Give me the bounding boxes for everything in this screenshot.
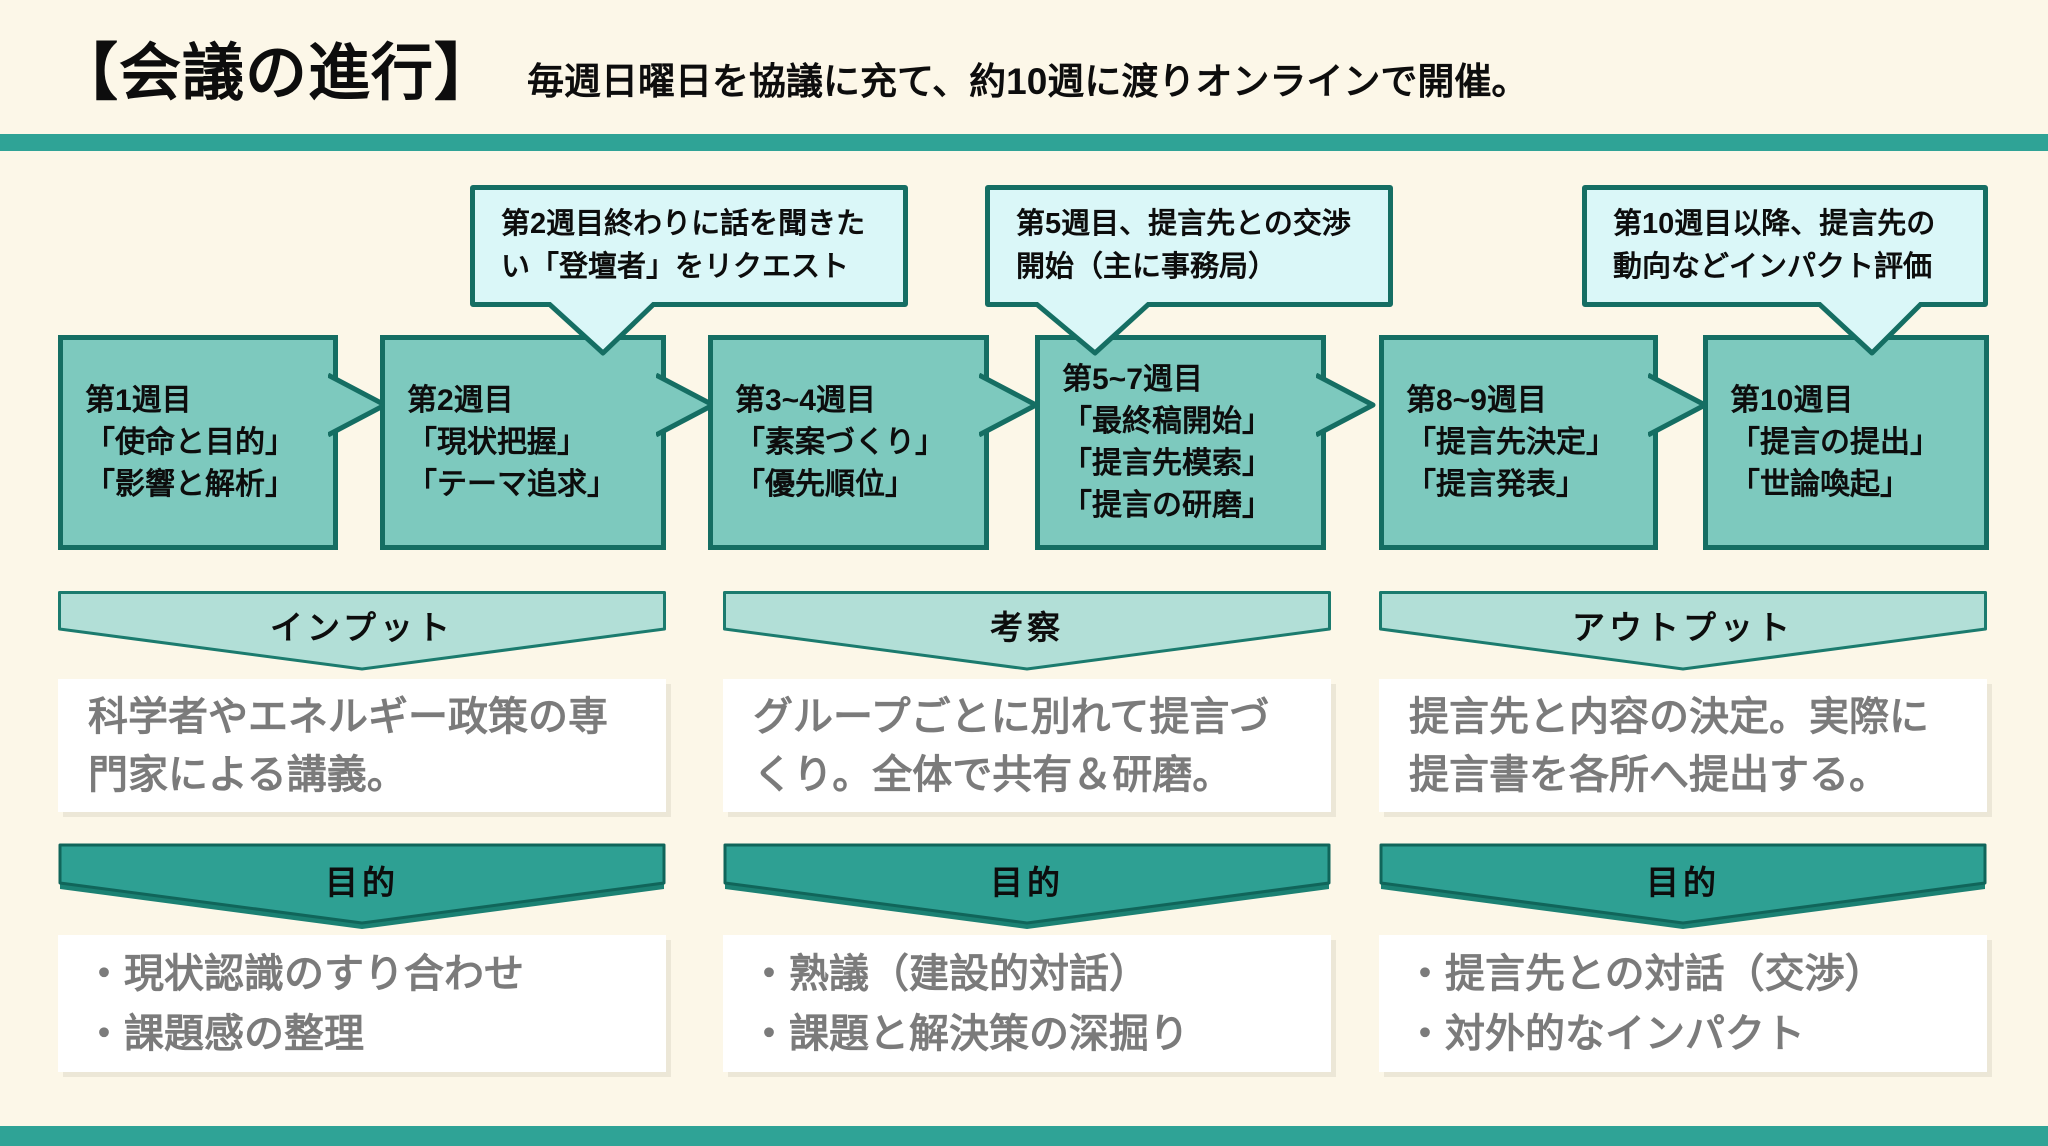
callout-tail-down-icon [1032,302,1153,356]
banner-output: アウトプット [1379,591,1987,673]
callout-tail-down-icon [1815,302,1925,356]
purpose-list-text: ・熟議（建設的対話） ・課題と解決策の深掘り [749,951,1189,1056]
purpose-list-text: ・提言先との対話（交渉） ・対外的なインパクト [1405,951,1885,1056]
banner-discussion: 考察 [723,591,1331,673]
purpose-list-text: ・現状認識のすり合わせ ・課題感の整理 [84,951,524,1056]
ribbon-pennant-icon [1379,843,1987,929]
description-text: グループごとに別れて提言づくり。全体で共有＆研磨。 [753,694,1270,797]
purpose-ribbon-2: 目的 [723,843,1331,931]
week-box-1: 第1週目 「使命と目的」 「影響と解析」 [58,335,388,550]
ribbon-pennant-icon [58,843,666,929]
description-discussion: グループごとに別れて提言づくり。全体で共有＆研磨。 [723,679,1331,812]
banner-pennant-icon [1379,591,1987,671]
arrow-right-icon [979,373,1039,437]
arrow-right-icon [1648,373,1708,437]
banner-input: インプット [58,591,666,673]
page-title: 【会議の進行】 [56,39,498,108]
purpose-label: 目的 [325,864,399,901]
purpose-list-3: ・提言先との対話（交渉） ・対外的なインパクト [1379,935,1987,1072]
callout-tail-down-icon [545,302,658,356]
banner-label: インプット [269,609,454,646]
week-box-text: 第5~7週目 「最終稿開始」 「提言先模索」 「提言の研磨」 [1062,362,1272,522]
callout-text: 第5週目、提言先との交渉 開始（主に事務局） [1016,207,1351,284]
callout-week2-speakers: 第2週目終わりに話を聞きた い「登壇者」をリクエスト [470,185,908,307]
callout-week5-negotiation: 第5週目、提言先との交渉 開始（主に事務局） [985,185,1393,307]
description-text: 科学者やエネルギー政策の専門家による講義。 [88,694,608,797]
banner-pennant-icon [58,591,666,671]
purpose-list-2: ・熟議（建設的対話） ・課題と解決策の深掘り [723,935,1331,1072]
callout-week10-impact: 第10週目以降、提言先の 動向などインパクト評価 [1582,185,1988,307]
week-box-2: 第2週目 「現状把握」 「テーマ追求」 [380,335,716,550]
purpose-label: 目的 [990,864,1064,901]
banner-label: アウトプット [1572,609,1794,646]
description-output: 提言先と内容の決定。実際に提言書を各所へ提出する。 [1379,679,1987,812]
callout-text: 第10週目以降、提言先の 動向などインパクト評価 [1613,207,1936,284]
description-input: 科学者やエネルギー政策の専門家による講義。 [58,679,666,812]
week-box-text: 第1週目 「使命と目的」 「影響と解析」 [85,383,295,501]
page-subtitle: 毎週日曜日を協議に充て、約10週に渡りオンラインで開催。 [527,61,1529,102]
week-box-text: 第8~9週目 「提言先決定」 「提言発表」 [1406,383,1616,501]
week-box-5: 第8~9週目 「提言先決定」 「提言発表」 [1379,335,1708,550]
week-box-text: 第3~4週目 「素案づくり」 「優先順位」 [735,383,945,501]
week-box-3: 第3~4週目 「素案づくり」 「優先順位」 [708,335,1039,550]
description-text: 提言先と内容の決定。実際に提言書を各所へ提出する。 [1409,694,1929,797]
header: 【会議の進行】 毎週日曜日を協議に充て、約10週に渡りオンラインで開催。 [56,22,1528,112]
purpose-label: 目的 [1646,864,1720,901]
callout-text: 第2週目終わりに話を聞きた い「登壇者」をリクエスト [501,207,866,284]
week-box-6: 第10週目 「提言の提出」 「世論喚起」 [1703,335,1989,550]
purpose-list-1: ・現状認識のすり合わせ ・課題感の整理 [58,935,666,1072]
purpose-ribbon-3: 目的 [1379,843,1987,931]
banner-label: 考察 [990,609,1064,646]
header-divider-bar [0,134,2048,151]
ribbon-pennant-icon [723,843,1331,929]
banner-pennant-icon [723,591,1331,671]
week-box-text: 第2週目 「現状把握」 「テーマ追求」 [407,383,617,501]
week-box-text: 第10週目 「提言の提出」 「世論喚起」 [1730,383,1940,501]
purpose-ribbon-1: 目的 [58,843,666,931]
week-box-4: 第5~7週目 「最終稿開始」 「提言先模索」 「提言の研磨」 [1035,335,1376,550]
arrow-right-icon [1316,373,1376,437]
footer-bar [0,1126,2048,1146]
